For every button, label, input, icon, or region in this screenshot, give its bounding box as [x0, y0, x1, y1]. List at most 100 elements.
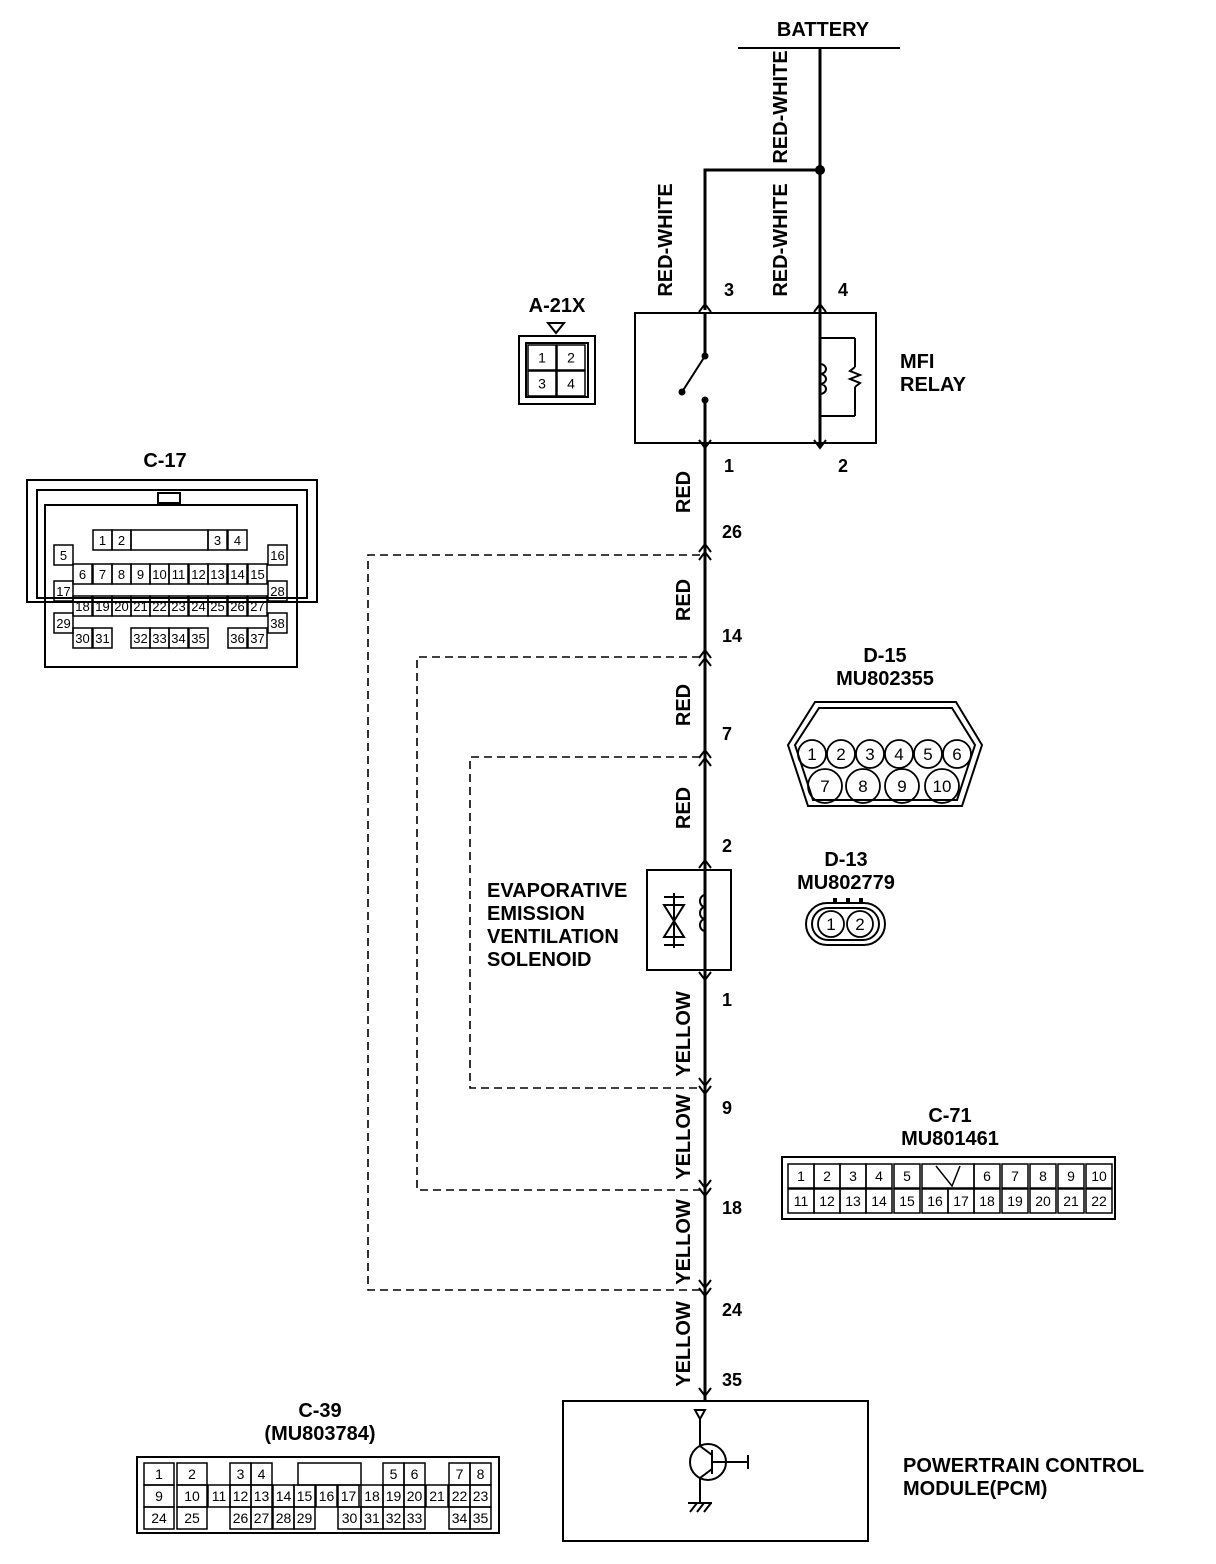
c39-cell: [176, 1506, 208, 1530]
wire-label-battery-feed: RED-WHITE: [770, 50, 792, 163]
wire-label-yellow-4: YELLOW: [673, 1301, 695, 1387]
c17-pin-label: 26: [230, 599, 244, 614]
c17-cell: [72, 595, 93, 617]
solenoid-label-1: EVAPORATIVE: [487, 880, 627, 902]
c71-part: MU801461: [901, 1128, 999, 1150]
c17-pin-label: 28: [270, 584, 284, 599]
c17-pin-label: 31: [95, 631, 109, 646]
c39-pin-label: 14: [276, 1488, 292, 1504]
wire-label-red-2: RED: [673, 579, 695, 621]
c71-pin-label: 15: [899, 1193, 915, 1209]
pin-solenoid-2: 2: [722, 836, 732, 856]
c17-pin-label: 18: [75, 599, 89, 614]
c71-cell: [893, 1163, 921, 1189]
d15-pin-label: 5: [923, 745, 932, 764]
c17-pin-label: 9: [137, 567, 144, 582]
c39-cell: [293, 1506, 316, 1530]
d15-cell: [826, 739, 856, 769]
pin-26: 26: [722, 522, 742, 542]
c39-pin-label: 35: [473, 1510, 489, 1526]
c39-pin-label: 16: [319, 1488, 335, 1504]
wire-label-red-3: RED: [673, 684, 695, 726]
c39-cell: [143, 1506, 175, 1530]
c17-cell: [168, 627, 189, 649]
c39-title: C-39: [298, 1400, 341, 1422]
c39-pin-label: 28: [276, 1510, 292, 1526]
pin-relay-3: 3: [724, 280, 734, 300]
c39-pin-label: 2: [188, 1466, 196, 1482]
d13-cell: [817, 910, 845, 938]
d13-title: D-13: [824, 849, 867, 871]
c17-pin-label: 20: [114, 599, 128, 614]
connector-markers: [698, 302, 827, 1398]
c39-pin-label: 6: [411, 1466, 419, 1482]
c17-pin-label: 15: [250, 567, 264, 582]
c71-pin-label: 21: [1063, 1193, 1079, 1209]
c17-cell: [227, 529, 248, 551]
c71-cell: [893, 1188, 921, 1214]
c39-pin-label: 21: [429, 1488, 445, 1504]
c17-pin-label: 32: [133, 631, 147, 646]
c39-pin-label: 10: [184, 1488, 200, 1504]
mfi-relay: MFI RELAY: [634, 312, 967, 444]
d13-pin-label: 2: [855, 915, 864, 934]
wire-label-yellow-3: YELLOW: [673, 1199, 695, 1285]
pin-35: 35: [722, 1370, 742, 1390]
mfi-relay-box: [634, 312, 877, 444]
evap-solenoid: EVAPORATIVE EMISSION VENTILATION SOLENOI…: [487, 869, 732, 971]
c39-pin-label: 13: [254, 1488, 270, 1504]
d15-pin-label: 8: [858, 777, 867, 796]
c17-cell: [92, 627, 113, 649]
c39-pin-label: 12: [233, 1488, 249, 1504]
pin-7: 7: [722, 724, 732, 744]
c17-pin-label: 2: [118, 533, 125, 548]
d15-title: D-15: [863, 645, 906, 667]
wire-label-yellow-2: YELLOW: [673, 1094, 695, 1180]
relay-coil-icon: [819, 337, 863, 417]
c17-pin-label: 4: [234, 533, 241, 548]
c17-cell: [267, 612, 288, 634]
c17-cell: [227, 627, 248, 649]
c39-pin-label: 5: [390, 1466, 398, 1482]
c39-pin-label: 30: [342, 1510, 358, 1526]
c39-pin-label: 7: [456, 1466, 464, 1482]
c17-pin-label: 3: [214, 533, 221, 548]
c71-pin-label: 16: [927, 1193, 943, 1209]
c17-pin-label: 17: [56, 584, 70, 599]
c39-pin-label: 32: [386, 1510, 402, 1526]
a21x-pin-label: 3: [538, 376, 546, 392]
d15-cell: [797, 739, 827, 769]
pin-9: 9: [722, 1098, 732, 1118]
c39-pin-label: 1: [155, 1466, 163, 1482]
dashed-loop-7-9: [469, 756, 700, 1089]
c17-pin-label: 24: [191, 599, 205, 614]
c17-pin-label: 29: [56, 616, 70, 631]
a21x-cell: [527, 344, 557, 371]
d15-cell: [845, 768, 881, 804]
c71-cell: [1029, 1163, 1057, 1189]
c71-pin-label: 11: [794, 1193, 809, 1209]
c71-pin-label: 19: [1007, 1193, 1023, 1209]
a21x-pin-label: 2: [567, 350, 575, 366]
c71-cell: [865, 1188, 893, 1214]
c39-pin-label: 22: [452, 1488, 468, 1504]
c71-cell: [1001, 1188, 1029, 1214]
c71-pin-label: 4: [875, 1168, 883, 1184]
c17-pin-label: 11: [172, 567, 186, 582]
a21x-pin-label: 4: [567, 376, 575, 392]
transistor-icon: [688, 1409, 749, 1513]
c17-cell: [247, 563, 268, 585]
c39-pin-label: 8: [477, 1466, 485, 1482]
c39-pin-label: 20: [407, 1488, 423, 1504]
d15-cell: [913, 739, 943, 769]
c17-pin-label: 36: [230, 631, 244, 646]
c71-pin-label: 3: [849, 1168, 857, 1184]
c71-pin-label: 12: [819, 1193, 835, 1209]
wire-label-relay-pin4: RED-WHITE: [770, 183, 792, 296]
c71-pin-label: 18: [979, 1193, 995, 1209]
a21x-cell: [527, 370, 557, 397]
